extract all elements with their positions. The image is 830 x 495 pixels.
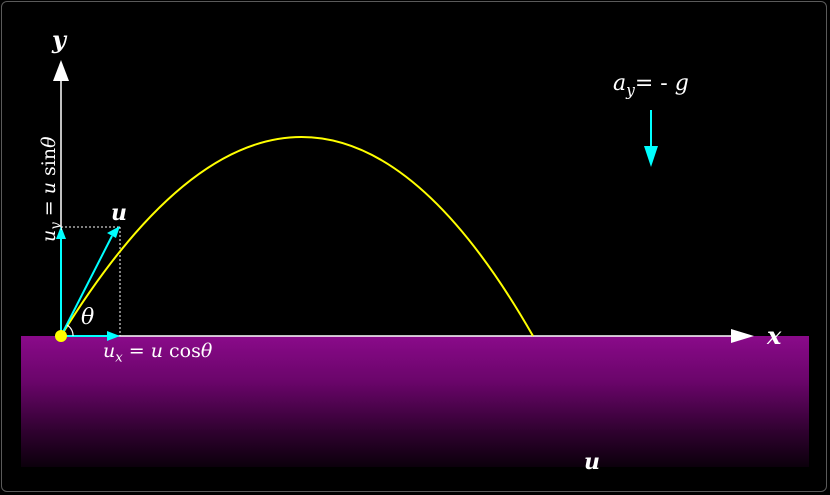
angle-label: θ bbox=[81, 305, 95, 330]
ux-eq: = bbox=[122, 340, 151, 362]
ux-base: u bbox=[103, 340, 116, 362]
uy-arrowhead bbox=[56, 226, 66, 239]
angle-arc bbox=[66, 324, 74, 337]
velocity-arrowhead bbox=[107, 226, 120, 238]
uy-u: u bbox=[38, 181, 60, 195]
x-axis-label: x bbox=[767, 321, 782, 350]
ax-base: a bbox=[613, 71, 627, 96]
ux-u: u bbox=[150, 340, 163, 362]
trajectory-curve bbox=[60, 136, 534, 337]
ux-fn: cos bbox=[163, 340, 201, 362]
ax-rest: = - bbox=[634, 71, 675, 96]
uy-fn: sin bbox=[38, 147, 60, 182]
ax-sub: y bbox=[626, 81, 635, 100]
uy-eq: = bbox=[38, 194, 60, 223]
ground-surface bbox=[21, 336, 809, 467]
uy-sub: y bbox=[48, 222, 64, 230]
ux-theta: θ bbox=[200, 340, 213, 362]
velocity-label: u bbox=[111, 200, 127, 226]
ux-equation-label: ux = u cosθ bbox=[103, 340, 213, 365]
launch-point-icon bbox=[55, 330, 67, 342]
ux-arrowhead bbox=[107, 331, 120, 341]
uy-base: u bbox=[38, 229, 60, 242]
y-axis-arrowhead bbox=[53, 60, 69, 81]
ax-g: g bbox=[674, 71, 689, 96]
y-axis-label: y bbox=[52, 25, 66, 54]
ux-sub: x bbox=[115, 350, 123, 366]
down-arrow-icon bbox=[644, 146, 658, 167]
uy-equation-label: uy = u sinθ bbox=[38, 136, 64, 242]
x-axis-arrowhead bbox=[731, 329, 754, 343]
uy-theta: θ bbox=[38, 136, 60, 148]
ground-velocity-label: u bbox=[584, 449, 600, 475]
velocity-vector-arrow bbox=[60, 235, 113, 337]
acceleration-label: ay= - g bbox=[613, 71, 689, 99]
